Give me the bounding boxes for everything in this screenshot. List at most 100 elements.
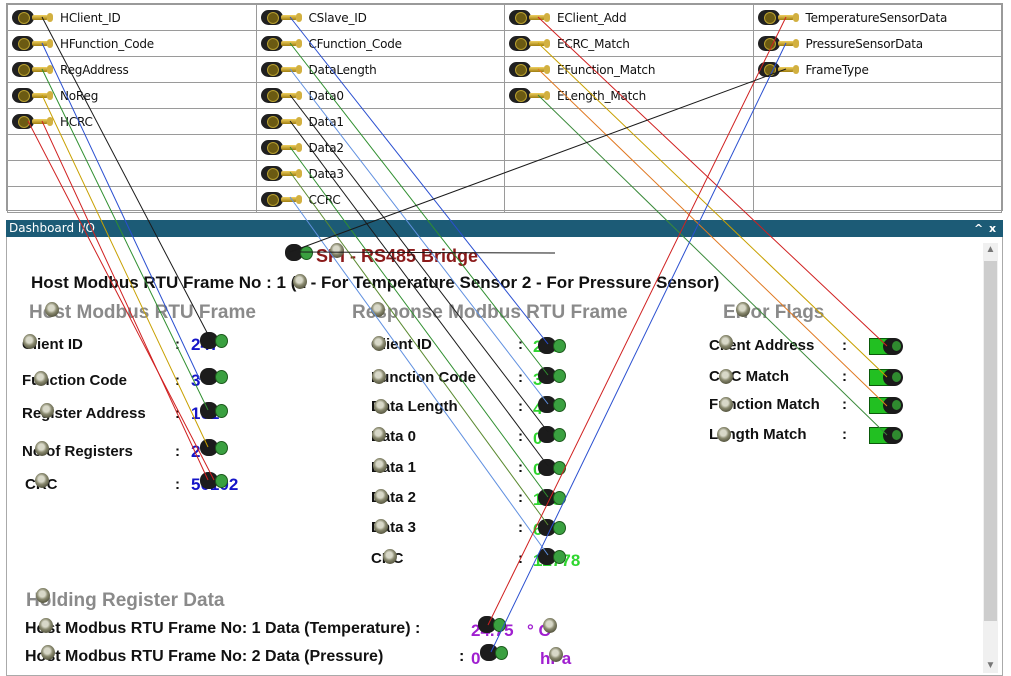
signal-item[interactable]: Data0 bbox=[260, 84, 504, 108]
signal-cell[interactable]: EClient_Add bbox=[504, 4, 754, 31]
signal-cell[interactable]: ELength_Match bbox=[504, 82, 754, 109]
node-bubble-icon[interactable] bbox=[40, 403, 54, 418]
node-bubble-icon[interactable] bbox=[374, 489, 388, 504]
terminal-knob-icon[interactable] bbox=[538, 459, 566, 476]
connector-plug-icon[interactable] bbox=[757, 35, 802, 53]
signal-cell[interactable]: CSlave_ID bbox=[255, 4, 505, 31]
signal-cell[interactable]: ECRC_Match bbox=[504, 30, 754, 57]
node-bubble-icon[interactable] bbox=[34, 371, 48, 386]
node-bubble-icon[interactable] bbox=[372, 369, 386, 384]
connector-plug-icon[interactable] bbox=[757, 61, 802, 79]
signal-cell[interactable]: RegAddress bbox=[7, 56, 257, 83]
terminal-knob-icon[interactable] bbox=[538, 426, 566, 443]
connector-plug-icon[interactable] bbox=[757, 9, 802, 27]
signal-cell[interactable]: CCRC bbox=[255, 186, 505, 213]
connector-plug-icon[interactable] bbox=[260, 9, 305, 27]
node-bubble-icon[interactable] bbox=[41, 645, 55, 660]
node-bubble-icon[interactable] bbox=[719, 369, 733, 384]
connector-plug-icon[interactable] bbox=[260, 61, 305, 79]
connector-plug-icon[interactable] bbox=[260, 191, 305, 209]
terminal-knob-icon[interactable] bbox=[480, 644, 508, 661]
connector-plug-icon[interactable] bbox=[260, 139, 305, 157]
node-bubble-icon[interactable] bbox=[39, 618, 53, 633]
signal-item[interactable]: NoReg bbox=[12, 84, 255, 108]
connector-plug-icon[interactable] bbox=[12, 61, 56, 79]
connector-plug-icon[interactable] bbox=[260, 113, 305, 131]
signal-item[interactable]: TemperatureSensorData bbox=[757, 6, 1001, 30]
signal-item[interactable]: ECRC_Match bbox=[509, 32, 752, 56]
signal-cell[interactable]: Data3 bbox=[255, 160, 505, 187]
node-bubble-icon[interactable] bbox=[383, 549, 397, 564]
scroll-down-icon[interactable]: ▼ bbox=[985, 660, 996, 671]
terminal-knob-icon[interactable] bbox=[478, 616, 506, 633]
terminal-knob-icon[interactable] bbox=[285, 244, 313, 261]
signal-cell[interactable]: CFunction_Code bbox=[255, 30, 505, 57]
node-bubble-icon[interactable] bbox=[717, 427, 731, 442]
connector-plug-icon[interactable] bbox=[260, 35, 305, 53]
connector-plug-icon[interactable] bbox=[12, 113, 56, 131]
signal-cell[interactable]: HCRC bbox=[7, 108, 257, 135]
connector-plug-icon[interactable] bbox=[260, 87, 305, 105]
signal-cell[interactable]: HFunction_Code bbox=[7, 30, 257, 57]
connector-plug-icon[interactable] bbox=[509, 35, 553, 53]
signal-cell[interactable]: EFunction_Match bbox=[504, 56, 754, 83]
node-bubble-icon[interactable] bbox=[293, 274, 307, 289]
node-bubble-icon[interactable] bbox=[35, 473, 49, 488]
close-icon[interactable]: x bbox=[989, 222, 997, 235]
node-bubble-icon[interactable] bbox=[372, 427, 386, 442]
signal-item[interactable]: HFunction_Code bbox=[12, 32, 255, 56]
connector-plug-icon[interactable] bbox=[509, 87, 553, 105]
signal-item[interactable]: HCRC bbox=[12, 110, 255, 134]
signal-cell[interactable]: Data2 bbox=[255, 134, 505, 161]
signal-cell[interactable]: PressureSensorData bbox=[752, 30, 1002, 57]
signal-item[interactable]: CSlave_ID bbox=[260, 6, 504, 30]
signal-item[interactable]: PressureSensorData bbox=[757, 32, 1001, 56]
signal-cell[interactable]: FrameType bbox=[752, 56, 1002, 83]
signal-item[interactable]: Data2 bbox=[260, 136, 504, 160]
signal-cell[interactable]: NoReg bbox=[7, 82, 257, 109]
signal-item[interactable]: FrameType bbox=[757, 58, 1001, 82]
connector-plug-icon[interactable] bbox=[509, 9, 553, 27]
terminal-knob-icon[interactable] bbox=[200, 402, 228, 419]
node-bubble-icon[interactable] bbox=[736, 302, 750, 317]
terminal-knob-icon[interactable] bbox=[538, 519, 566, 536]
node-bubble-icon[interactable] bbox=[371, 302, 385, 317]
terminal-knob-icon[interactable] bbox=[200, 368, 228, 385]
node-bubble-icon[interactable] bbox=[330, 243, 344, 258]
connector-plug-icon[interactable] bbox=[12, 87, 56, 105]
signal-item[interactable]: Data1 bbox=[260, 110, 504, 134]
node-bubble-icon[interactable] bbox=[549, 647, 563, 662]
signal-item[interactable]: ELength_Match bbox=[509, 84, 752, 108]
connector-plug-icon[interactable] bbox=[12, 35, 56, 53]
dashboard-titlebar[interactable]: Dashboard I/O ^ x bbox=[6, 220, 1003, 237]
signal-cell[interactable]: Data1 bbox=[255, 108, 505, 135]
node-bubble-icon[interactable] bbox=[543, 618, 557, 633]
signal-cell[interactable]: HClient_ID bbox=[7, 4, 257, 31]
terminal-knob-icon[interactable] bbox=[538, 337, 566, 354]
signal-item[interactable]: EFunction_Match bbox=[509, 58, 752, 82]
signal-item[interactable]: EClient_Add bbox=[509, 6, 752, 30]
terminal-knob-icon[interactable] bbox=[200, 439, 228, 456]
terminal-knob-icon[interactable] bbox=[200, 332, 228, 349]
terminal-knob-icon[interactable] bbox=[538, 367, 566, 384]
scroll-thumb[interactable] bbox=[984, 261, 997, 621]
node-bubble-icon[interactable] bbox=[45, 302, 59, 317]
terminal-knob-icon[interactable] bbox=[538, 396, 566, 413]
connector-plug-icon[interactable] bbox=[12, 9, 56, 27]
scroll-up-icon[interactable]: ▲ bbox=[985, 244, 996, 255]
terminal-knob-icon[interactable] bbox=[538, 489, 566, 506]
terminal-knob-icon[interactable] bbox=[538, 548, 566, 565]
pin-icon[interactable]: ^ bbox=[974, 222, 984, 235]
vertical-scrollbar[interactable]: ▲ ▼ bbox=[983, 243, 998, 673]
signal-cell[interactable]: TemperatureSensorData bbox=[752, 4, 1002, 31]
node-bubble-icon[interactable] bbox=[374, 399, 388, 414]
node-bubble-icon[interactable] bbox=[372, 336, 386, 351]
node-bubble-icon[interactable] bbox=[374, 519, 388, 534]
node-bubble-icon[interactable] bbox=[719, 397, 733, 412]
signal-item[interactable]: CCRC bbox=[260, 188, 504, 212]
node-bubble-icon[interactable] bbox=[36, 588, 50, 603]
node-bubble-icon[interactable] bbox=[35, 441, 49, 456]
node-bubble-icon[interactable] bbox=[719, 335, 733, 350]
signal-item[interactable]: CFunction_Code bbox=[260, 32, 504, 56]
node-bubble-icon[interactable] bbox=[23, 334, 37, 349]
